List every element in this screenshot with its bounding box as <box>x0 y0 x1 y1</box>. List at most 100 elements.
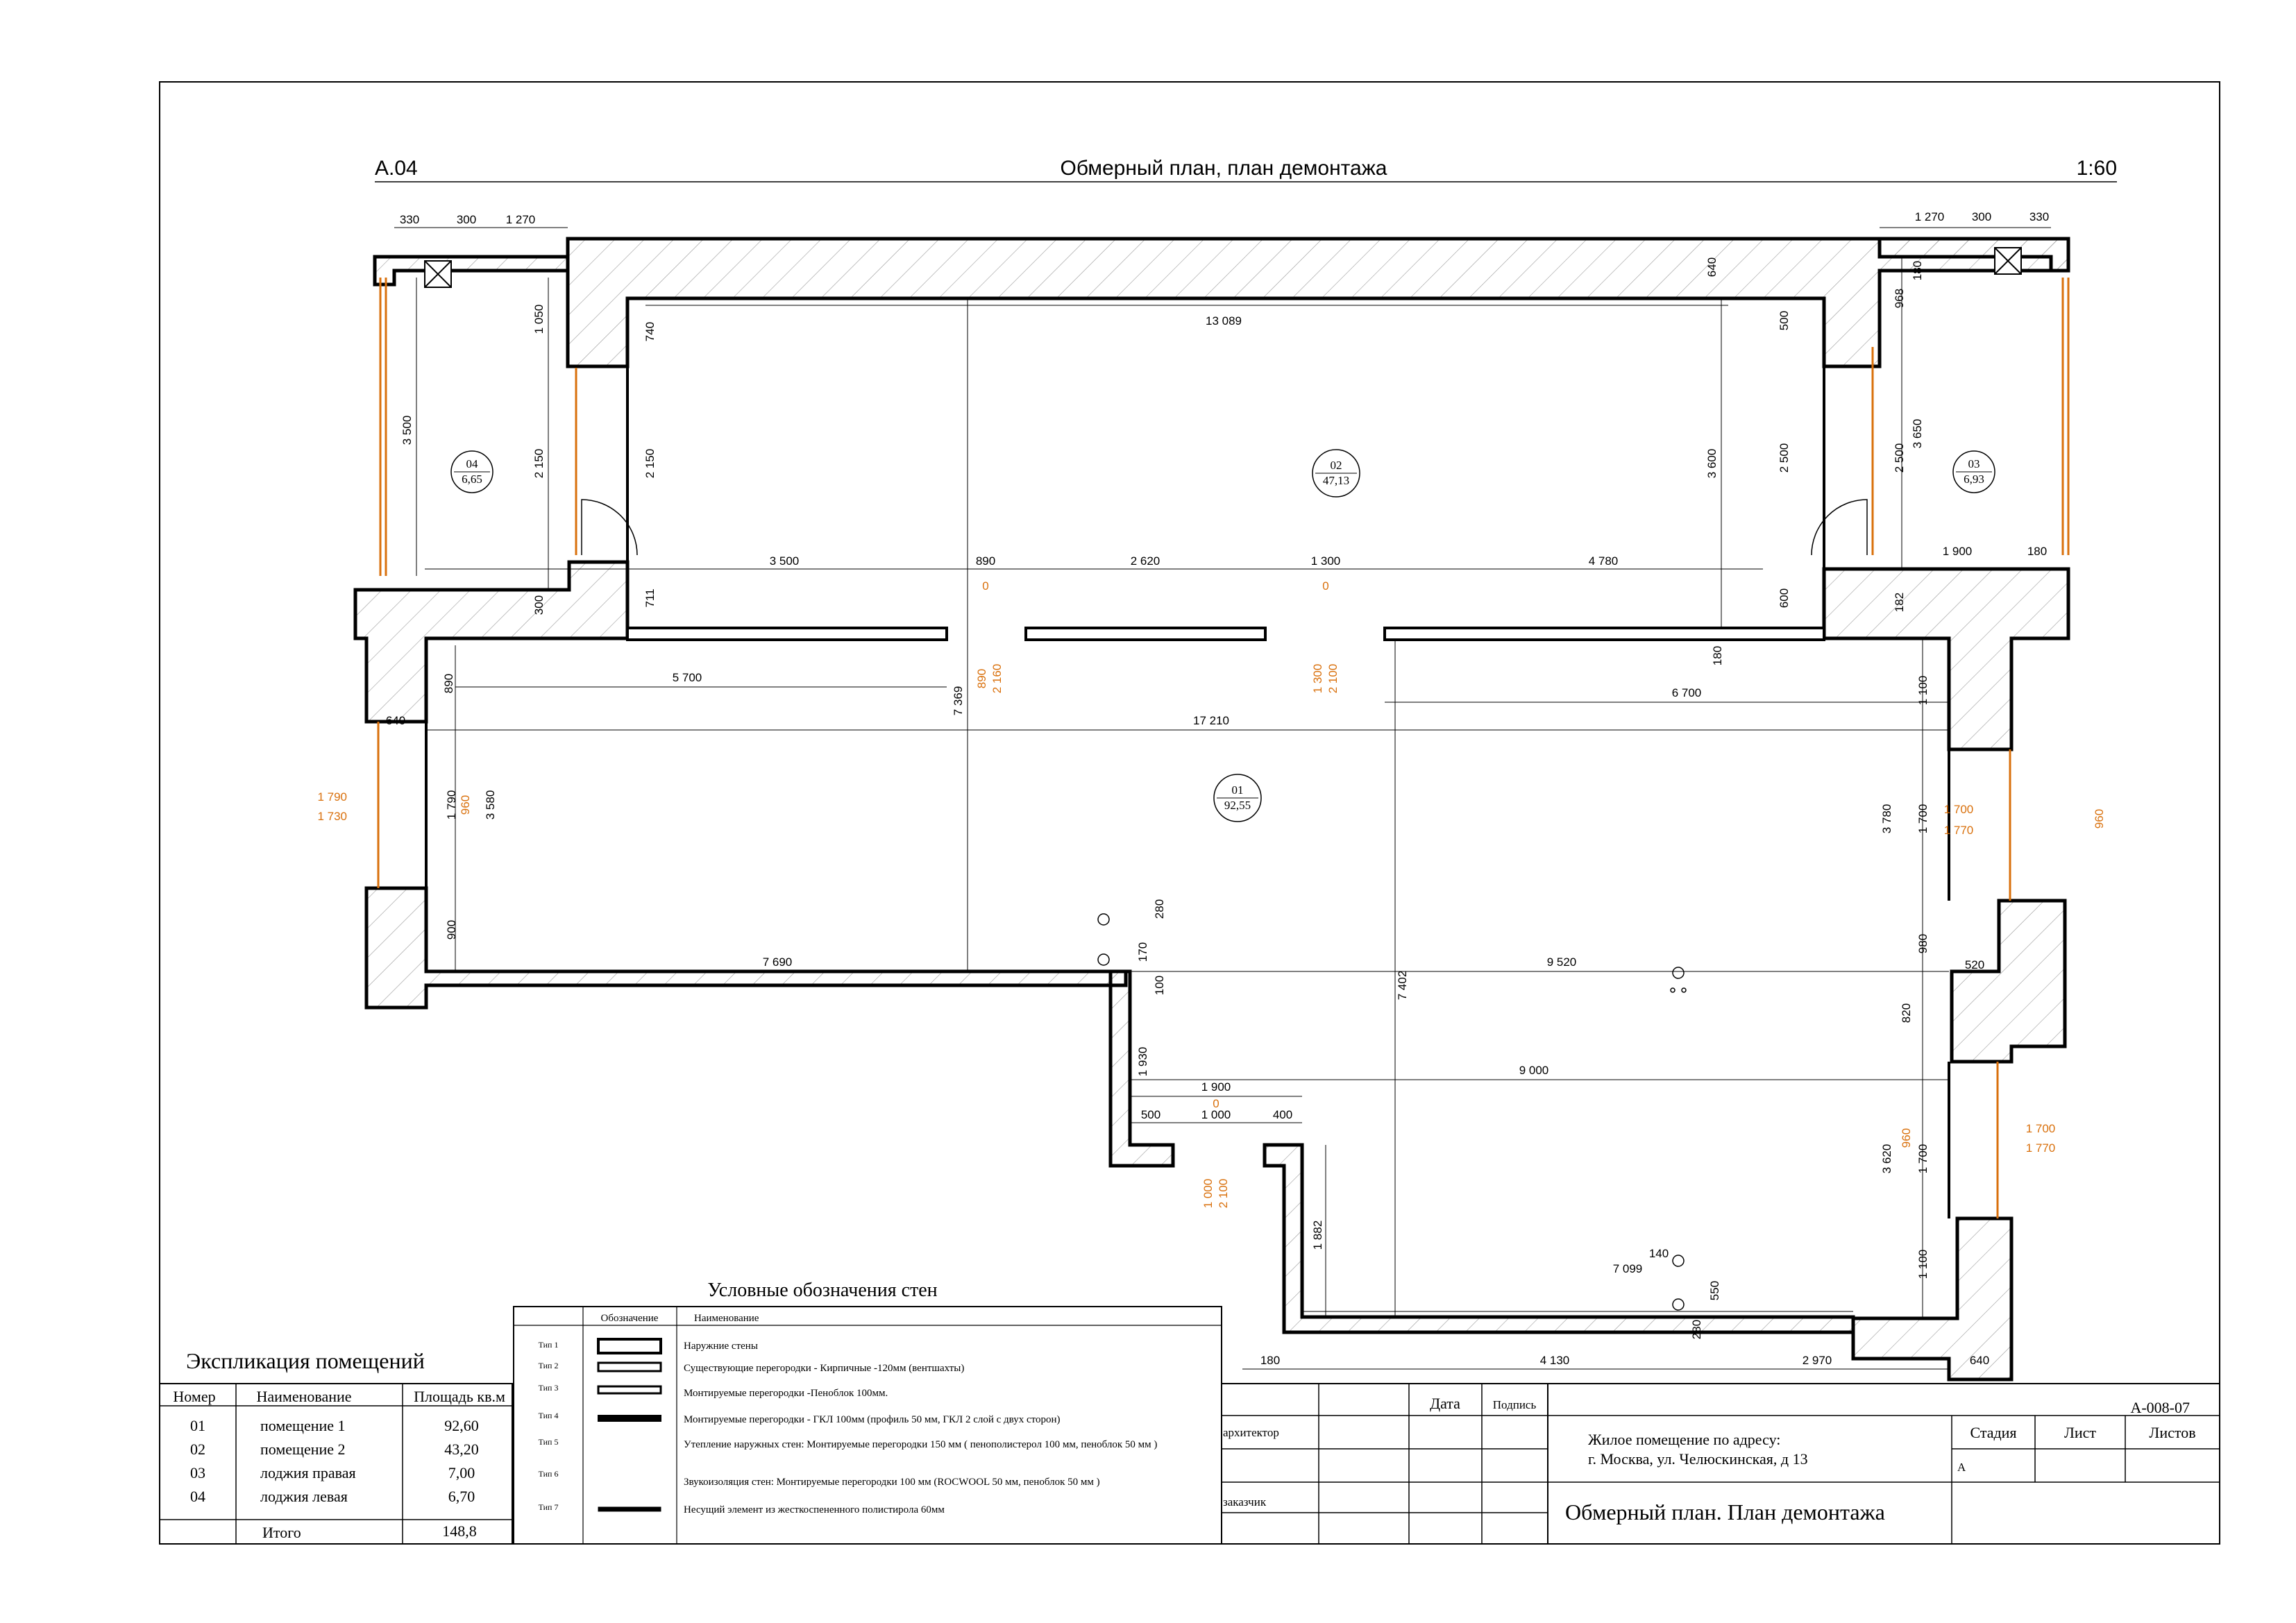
partition-2 <box>1024 627 1267 641</box>
door-swings <box>581 499 1868 556</box>
room-area: 92,55 <box>1224 799 1251 812</box>
interior-outline <box>425 366 1950 1218</box>
legend-text: Несущий элемент из жесткоспененного поли… <box>684 1504 945 1515</box>
explication-area: 92,60 <box>444 1417 479 1434</box>
title-sheets-label: Листов <box>2149 1424 2195 1441</box>
wall-bottom <box>1263 1143 1855 1334</box>
dim-label: 2 150 <box>532 449 546 479</box>
opening-label: 1 700 <box>2026 1122 2056 1135</box>
dim-label: 13 089 <box>1206 314 1242 328</box>
opening-labels: 0 2 160 890 0 1 300 2 100 1 790 1 730 96… <box>317 579 2106 1208</box>
legend-text: Монтируемые перегородки -Пеноблок 100мм. <box>684 1388 888 1399</box>
room-number: 02 <box>1331 459 1342 472</box>
dimension-lines <box>394 227 2051 1370</box>
room-number: 01 <box>1232 783 1244 797</box>
dim-label: 1 300 <box>1311 554 1341 568</box>
sheet-code: A.04 <box>375 157 418 180</box>
opening-label: 1 730 <box>317 810 347 823</box>
sheet-scale: 1:60 <box>2077 157 2117 180</box>
legend-symbol <box>598 1415 661 1422</box>
dim-label: 3 620 <box>1880 1144 1893 1174</box>
explication-table: Экспликация помещений Номер Наименование… <box>159 1348 513 1545</box>
dim-label: 1 700 <box>1916 1144 1930 1174</box>
opening-label: 960 <box>459 795 472 815</box>
opening-label: 2 100 <box>1326 664 1340 694</box>
dim-label: 17 210 <box>1193 714 1229 727</box>
opening-label: 0 <box>1213 1097 1219 1110</box>
dim-label: 3 780 <box>1880 804 1893 834</box>
title-stage-value: А <box>1957 1461 1966 1474</box>
explication-header: Наименование <box>256 1388 351 1405</box>
dim-label: 9 000 <box>1519 1064 1549 1077</box>
dim-label: 5 700 <box>673 671 702 684</box>
explication-total-label: Итого <box>262 1524 301 1541</box>
vent-shafts <box>424 247 2022 288</box>
sheet-title: Обмерный план, план демонтажа <box>1061 157 1387 180</box>
partitions <box>626 627 1825 641</box>
explication-name: лоджия правая <box>260 1464 356 1481</box>
legend-type: Тип 4 <box>539 1411 559 1420</box>
room-number: 04 <box>466 457 479 470</box>
dim-label: 330 <box>2029 210 2049 223</box>
legend-type: Тип 1 <box>539 1340 559 1350</box>
explication-area: 7,00 <box>448 1464 475 1481</box>
dim-label: 1 900 <box>1943 545 1973 558</box>
opening-label: 890 <box>975 669 988 688</box>
dim-label: 2 150 <box>643 449 657 479</box>
wall-middle-right <box>1822 567 2070 751</box>
windows <box>377 278 2070 1218</box>
partition-1 <box>626 627 948 641</box>
opening-label: 960 <box>1900 1128 1913 1148</box>
opening-label: 1 300 <box>1311 664 1324 694</box>
dim-label: 1 050 <box>532 305 546 334</box>
title-drawing-title: Обмерный план. План демонтажа <box>1565 1499 1885 1524</box>
legend-type: Тип 6 <box>539 1469 559 1479</box>
explication-name: лоджия левая <box>260 1488 348 1505</box>
dim-label: 1 270 <box>1915 210 1945 223</box>
explication-header: Площадь кв.м <box>414 1388 505 1405</box>
dim-label: 180 <box>1711 646 1724 665</box>
dim-label: 980 <box>1916 934 1930 953</box>
dim-label: 300 <box>457 213 476 226</box>
dim-label: 6 700 <box>1672 686 1702 699</box>
legend-type: Тип 7 <box>539 1502 559 1512</box>
dim-label: 7 099 <box>1613 1262 1643 1275</box>
dim-label: 711 <box>643 588 657 607</box>
room-area: 6,93 <box>1964 473 1984 486</box>
wall-left-lower <box>364 886 1128 1010</box>
title-sign-label: Подпись <box>1493 1398 1537 1411</box>
room-area: 6,65 <box>462 473 482 486</box>
title-sheet-label: Лист <box>2064 1424 2096 1441</box>
dim-label: 2 500 <box>1778 443 1791 473</box>
room-number: 03 <box>1968 457 1980 470</box>
opening-label: 1 700 <box>1944 803 1974 816</box>
dim-label: 520 <box>1965 958 1984 971</box>
dim-label: 2 500 <box>1893 443 1906 473</box>
legend-symbol <box>597 1338 662 1354</box>
dim-label: 1 900 <box>1201 1080 1231 1094</box>
dim-label: 640 <box>1705 257 1719 277</box>
dim-label: 500 <box>1141 1108 1160 1121</box>
dim-label: 180 <box>1260 1354 1280 1367</box>
explication-num: 02 <box>190 1441 205 1458</box>
opening-label: 1 770 <box>1944 824 1974 837</box>
wall-top <box>566 237 2070 368</box>
dim-label: 182 <box>1893 593 1906 612</box>
room-label-02: 02 47,13 <box>1312 449 1360 498</box>
dim-label: 2 620 <box>1131 554 1160 568</box>
explication-total-value: 148,8 <box>442 1522 477 1540</box>
dim-label: 1 000 <box>1201 1108 1231 1121</box>
wall-legend: Условные обозначения стен Обозначение На… <box>513 1280 1222 1545</box>
dim-label: 400 <box>1273 1108 1292 1121</box>
plumbing-marks <box>1097 913 1687 1311</box>
dim-label: 1 100 <box>1916 676 1930 706</box>
legend-title: Условные обозначения стен <box>707 1280 937 1301</box>
dim-label: 3 650 <box>1911 419 1924 449</box>
dim-label: 180 <box>2027 545 2047 558</box>
title-stage-label: Стадия <box>1970 1424 2016 1441</box>
dim-label: 140 <box>1649 1247 1669 1260</box>
dim-label: 3 500 <box>400 416 414 445</box>
legend-header-name: Наименование <box>694 1313 759 1324</box>
